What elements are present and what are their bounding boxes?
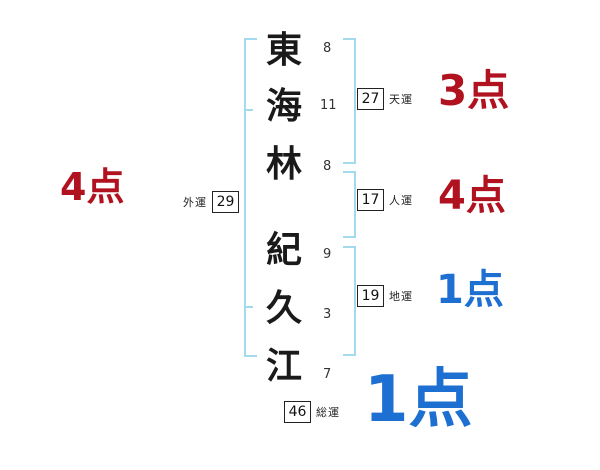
bracket-tick-lower bbox=[244, 306, 253, 308]
stroke-count-5: 3 bbox=[323, 307, 332, 322]
name-char-3: 林 bbox=[265, 144, 302, 185]
stroke-count-4: 9 bbox=[323, 247, 332, 262]
stroke-count-6: 7 bbox=[323, 367, 332, 382]
stroke-count-2: 11 bbox=[320, 98, 337, 113]
name-char-1: 東 bbox=[265, 30, 302, 71]
score-jinun: 4点 bbox=[438, 173, 506, 219]
bracket-tick-upper bbox=[244, 109, 253, 111]
score-tenun: 3点 bbox=[438, 66, 510, 115]
tenun-bracket bbox=[343, 38, 356, 164]
chiun-row: 19 地運 bbox=[357, 285, 413, 307]
tenun-value-box: 27 bbox=[357, 88, 384, 110]
name-char-2: 海 bbox=[265, 86, 302, 127]
score-chiun: 1点 bbox=[436, 267, 504, 313]
name-char-4: 紀 bbox=[265, 230, 302, 271]
tenun-row: 27 天運 bbox=[357, 88, 413, 110]
gaiun-row: 外運 29 bbox=[183, 191, 239, 213]
jinun-row: 17 人運 bbox=[357, 189, 413, 211]
stroke-count-3: 8 bbox=[323, 159, 332, 174]
chiun-bracket bbox=[343, 246, 356, 356]
jinun-value-box: 17 bbox=[357, 189, 384, 211]
stroke-count-1: 8 bbox=[323, 41, 332, 56]
soun-row: 46 総運 bbox=[284, 401, 340, 423]
gaiun-label: 外運 bbox=[183, 195, 207, 209]
jinun-bracket bbox=[343, 171, 356, 238]
chiun-label: 地運 bbox=[389, 289, 413, 303]
chiun-value-box: 19 bbox=[357, 285, 384, 307]
tenun-label: 天運 bbox=[389, 92, 413, 106]
score-gaiun: 4点 bbox=[60, 165, 125, 209]
name-char-6: 江 bbox=[265, 346, 302, 387]
soun-label: 総運 bbox=[316, 405, 340, 419]
jinun-label: 人運 bbox=[389, 193, 413, 207]
name-char-5: 久 bbox=[265, 288, 302, 329]
gaiun-bracket bbox=[244, 38, 257, 357]
gaiun-value-box: 29 bbox=[212, 191, 239, 213]
score-soun: 1点 bbox=[364, 363, 473, 437]
soun-value-box: 46 bbox=[284, 401, 311, 423]
